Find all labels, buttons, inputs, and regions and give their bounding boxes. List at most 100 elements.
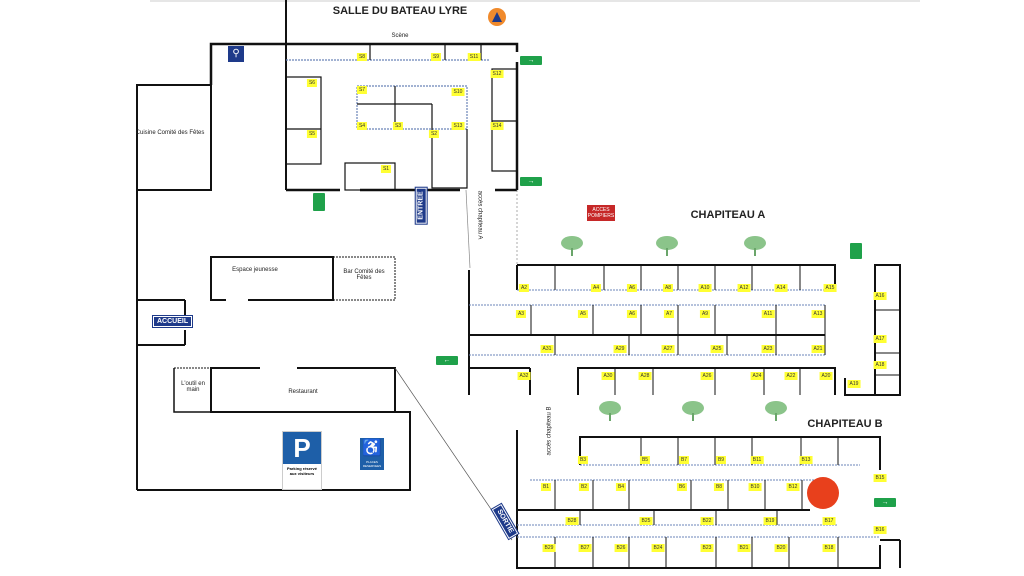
exit-sign: → (520, 177, 542, 186)
stall-label: S4 (356, 122, 368, 130)
access-a-label: accès chapiteau A (476, 190, 483, 240)
stall-label: B25 (639, 517, 653, 525)
stall-label: S14 (490, 122, 504, 130)
stall-label: S13 (451, 122, 465, 130)
stall-label: A11 (761, 310, 775, 318)
wheelchair-icon: ♿ (362, 440, 382, 457)
tree-icon (743, 235, 767, 257)
stall-label: S11 (467, 53, 481, 61)
accueil-sign: ACCUEIL (151, 315, 194, 328)
stall-label: S10 (451, 88, 465, 96)
stall-label: S7 (356, 86, 368, 94)
stall-label: A10 (698, 284, 712, 292)
tree-icon (764, 400, 788, 422)
stall-label: A29 (613, 345, 627, 353)
stall-label: B3 (577, 456, 589, 464)
stall-label: B23 (700, 544, 714, 552)
stall-label: A22 (784, 372, 798, 380)
stall-label: A15 (823, 284, 837, 292)
stall-label: B10 (748, 483, 762, 491)
tree-icon (560, 235, 584, 257)
disabled-parking-sign: ♿ PLACES RESERVEES (360, 438, 384, 470)
stall-label: B17 (822, 517, 836, 525)
stall-label: A9 (699, 310, 711, 318)
stall-label: B26 (614, 544, 628, 552)
stall-label: A19 (847, 380, 861, 388)
stall-label: B5 (639, 456, 651, 464)
tree-icon (655, 235, 679, 257)
stall-label: A18 (873, 361, 887, 369)
parking-sign: P Parking réservé aux visiteurs (282, 431, 322, 490)
stall-label: B27 (578, 544, 592, 552)
stall-label: A25 (710, 345, 724, 353)
stall-label: A31 (540, 345, 554, 353)
exit-sign: ← (436, 356, 458, 365)
stall-label: S9 (430, 53, 442, 61)
stall-label: B12 (786, 483, 800, 491)
stall-label: B15 (873, 474, 887, 482)
stall-label: B24 (651, 544, 665, 552)
stall-label: A20 (819, 372, 833, 380)
stall-label: A27 (661, 345, 675, 353)
chapiteau-a-title: CHAPITEAU A (690, 209, 766, 221)
stall-label: A8 (662, 284, 674, 292)
stall-label: A4 (590, 284, 602, 292)
youth-space-label: Espace jeunesse (232, 267, 278, 273)
stall-label: A21 (811, 345, 825, 353)
stall-label: B1 (540, 483, 552, 491)
bar-label: Bar Comité des Fêtes (343, 269, 385, 281)
stall-label: A5 (577, 310, 589, 318)
stall-label: B13 (799, 456, 813, 464)
stall-label: B9 (715, 456, 727, 464)
stall-label: B2 (578, 483, 590, 491)
stall-label: A7 (663, 310, 675, 318)
stall-label: A17 (873, 335, 887, 343)
stall-label: S1 (380, 165, 392, 173)
entree-sign: ENTREE (415, 183, 428, 228)
stall-label: A16 (873, 292, 887, 300)
stall-label: B16 (873, 526, 887, 534)
kitchen-label: Cuisine Comité des Fêtes (135, 130, 205, 136)
stall-label: A6 (626, 284, 638, 292)
tree-icon (681, 400, 705, 422)
stall-label: A3 (515, 310, 527, 318)
stall-label: A24 (750, 372, 764, 380)
stall-label: B8 (713, 483, 725, 491)
stall-label: B4 (615, 483, 627, 491)
exit-sign (850, 243, 862, 259)
exit-sign: → (874, 498, 896, 507)
stall-label: S12 (490, 70, 504, 78)
stall-label: A32 (517, 372, 531, 380)
stall-label: A23 (761, 345, 775, 353)
stall-label: B20 (774, 544, 788, 552)
tree-icon (598, 400, 622, 422)
stall-label: S6 (306, 79, 318, 87)
stall-label: B19 (763, 517, 777, 525)
exit-sign: → (520, 56, 542, 65)
stall-label: S8 (356, 53, 368, 61)
stall-label: B21 (737, 544, 751, 552)
stall-label: A2 (518, 284, 530, 292)
stall-label: B7 (678, 456, 690, 464)
stall-label: A12 (737, 284, 751, 292)
parking-p-icon: P (283, 432, 321, 464)
stall-label: A30 (601, 372, 615, 380)
exit-sign (313, 193, 325, 211)
location-marker (807, 477, 839, 509)
stall-label: A26 (700, 372, 714, 380)
stall-label: S3 (392, 122, 404, 130)
access-b-label: accès chapiteau B (546, 406, 553, 456)
pompiers-sign: ACCES POMPIERS (587, 205, 615, 221)
parking-label: Parking réservé aux visiteurs (286, 466, 318, 476)
stall-label: B22 (700, 517, 714, 525)
tool-label: L'outil en main (181, 381, 205, 393)
stall-label: B29 (542, 544, 556, 552)
stall-label: B6 (676, 483, 688, 491)
stall-label: A28 (638, 372, 652, 380)
civil-protection-logo (488, 8, 506, 26)
stall-label: A13 (811, 310, 825, 318)
stall-label: A6 (626, 310, 638, 318)
restroom-icon: ⚲ (228, 46, 244, 62)
